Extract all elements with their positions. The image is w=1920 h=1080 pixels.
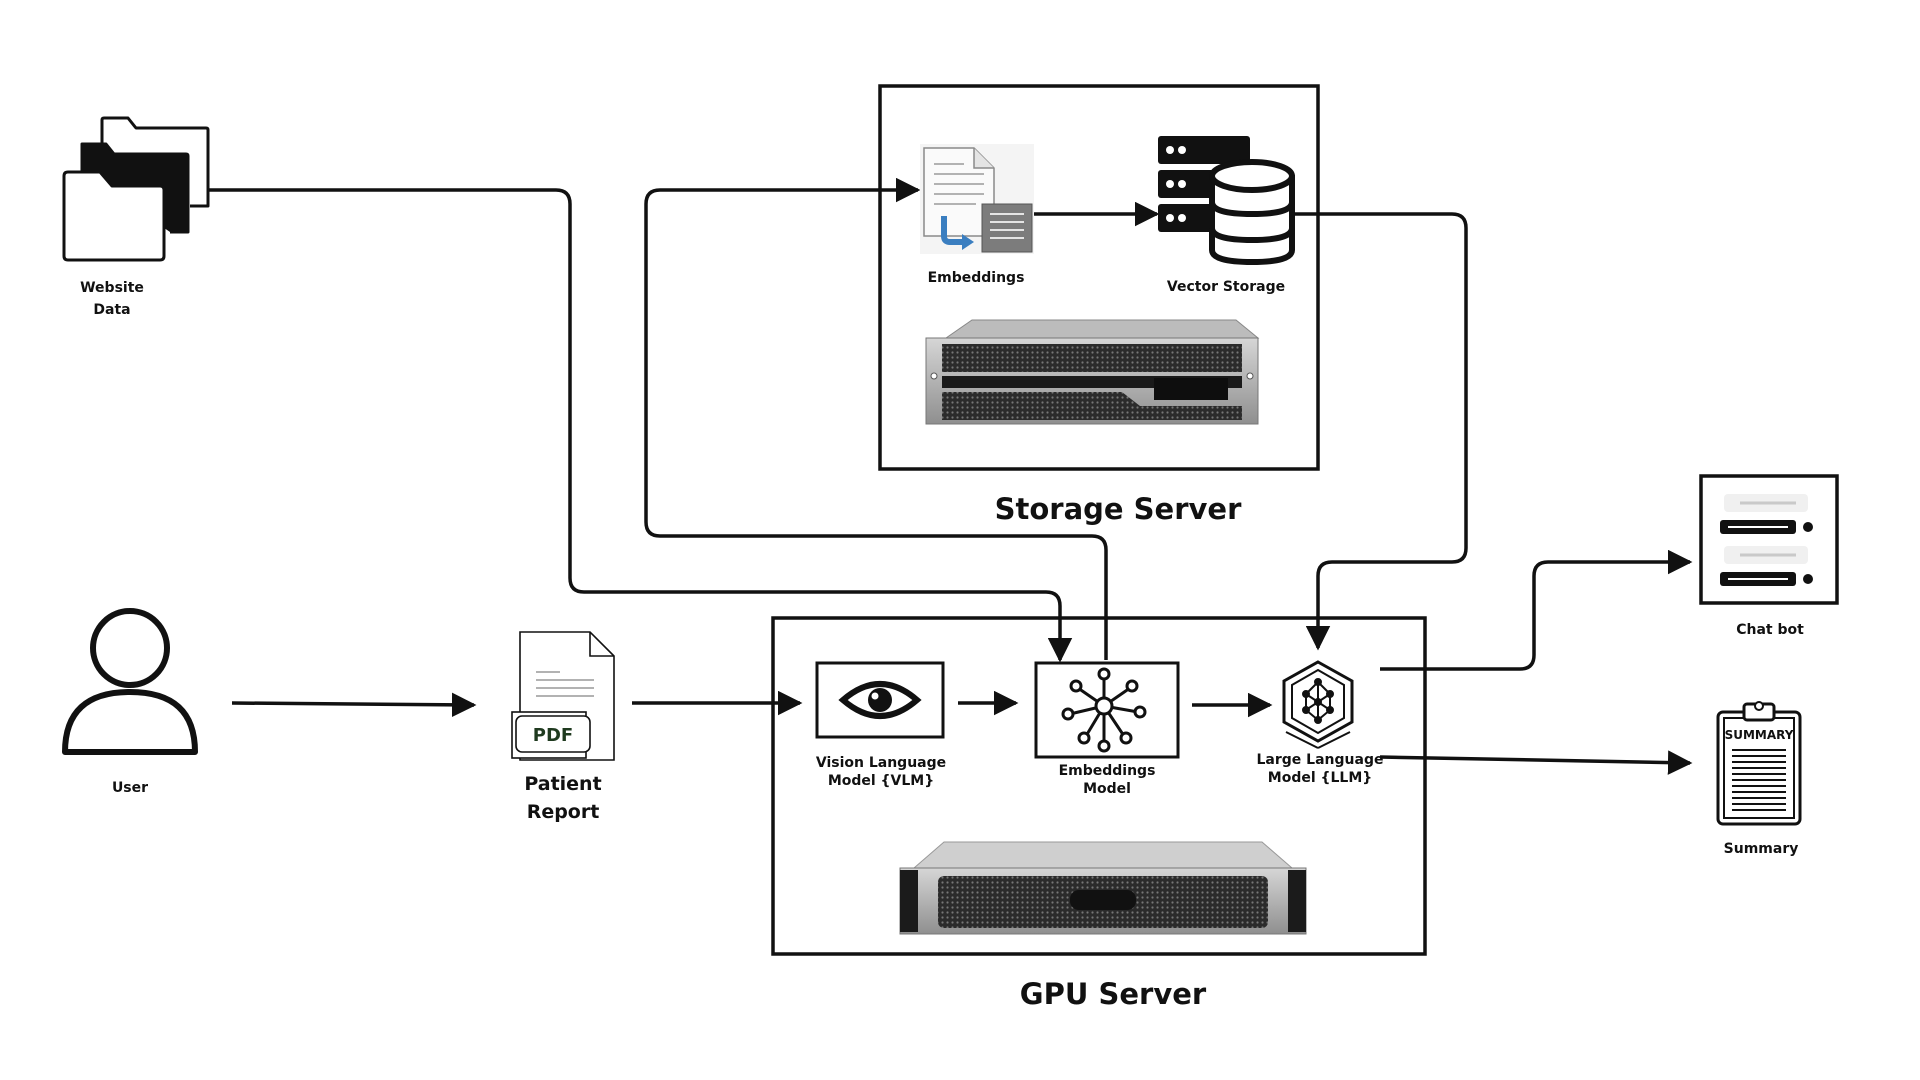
llm-label: Large Language bbox=[1257, 752, 1384, 768]
llm-label-2: Model {LLM} bbox=[1268, 770, 1372, 786]
arrow-user-to-report bbox=[231, 692, 477, 718]
vlm-box bbox=[815, 661, 945, 739]
user-icon bbox=[62, 608, 198, 755]
storage-server-box bbox=[878, 84, 1320, 471]
embeddings-model-label-2: Model bbox=[1083, 781, 1131, 797]
arrow-vector-to-llm bbox=[1294, 212, 1468, 651]
document-convert-icon bbox=[920, 144, 1034, 254]
rack-server-icon-gpu bbox=[899, 841, 1307, 935]
website-data-label-2: Data bbox=[93, 302, 130, 318]
patient-report-label: Patient bbox=[524, 773, 601, 795]
clipboard-summary-icon: SUMMARY bbox=[1716, 701, 1802, 826]
vlm-label-2: Model {VLM} bbox=[828, 773, 934, 789]
pdf-file-icon: PDF bbox=[511, 631, 615, 761]
pdf-tag: PDF bbox=[533, 725, 573, 746]
arrow-llm-to-chatbot bbox=[1380, 549, 1693, 671]
folders-icon bbox=[62, 116, 210, 262]
website-data-label: Website bbox=[80, 280, 144, 296]
database-server-icon bbox=[1158, 136, 1295, 266]
summary-label: Summary bbox=[1724, 841, 1799, 857]
eye-icon bbox=[838, 681, 922, 719]
connectors bbox=[208, 177, 1693, 775]
gpu-server-box bbox=[771, 616, 1427, 956]
arrow-embeddings-model-to-store bbox=[644, 177, 1108, 660]
gpu-server-title: GPU Server bbox=[1020, 977, 1207, 1011]
storage-server-title: Storage Server bbox=[995, 492, 1242, 526]
embeddings-model-label: Embeddings bbox=[1059, 763, 1156, 779]
ai-hexagon-icon bbox=[1282, 660, 1354, 749]
user-label: User bbox=[112, 780, 148, 796]
vector-storage-label: Vector Storage bbox=[1167, 279, 1285, 295]
embeddings-label: Embeddings bbox=[928, 270, 1025, 286]
chat-window-icon bbox=[1699, 474, 1839, 605]
patient-report-label-2: Report bbox=[527, 801, 600, 823]
summary-sheet-title: SUMMARY bbox=[1725, 728, 1794, 742]
rack-server-icon bbox=[925, 319, 1260, 425]
embeddings-model-box bbox=[1034, 661, 1180, 759]
arrow-website-to-embeddings-model bbox=[208, 188, 1073, 663]
network-hub-icon bbox=[1061, 667, 1147, 753]
arrow-llm-to-summary bbox=[1379, 750, 1693, 775]
vlm-label: Vision Language bbox=[816, 755, 946, 771]
chat-bot-label: Chat bot bbox=[1736, 622, 1804, 638]
